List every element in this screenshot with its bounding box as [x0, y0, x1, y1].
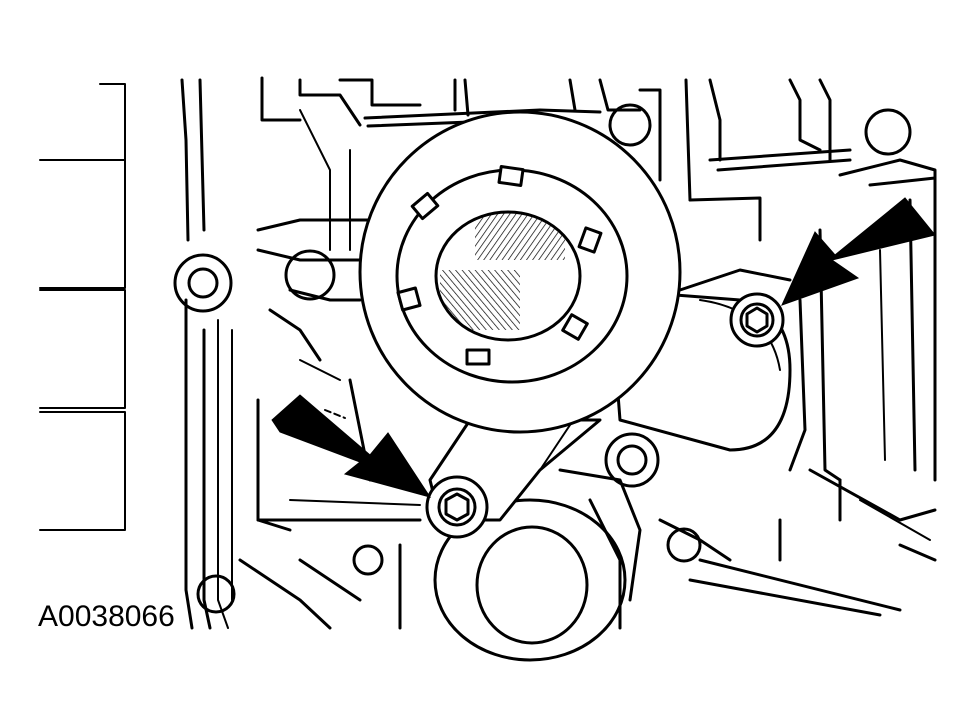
- arrow-lower-left: [271, 394, 432, 498]
- engine-block-left-panel: [39, 76, 302, 630]
- tensioner-bolt-upper: [729, 292, 785, 348]
- engine-block-right-panel: [678, 196, 937, 562]
- tensioner-pulley: [358, 110, 682, 434]
- arrow-upper-right: [781, 197, 936, 306]
- engine-block-lower: [238, 218, 902, 662]
- engine-block-upper: [298, 78, 937, 251]
- tensioner-bolt-lower: [425, 475, 489, 539]
- figure-id-label: A0038066: [38, 600, 175, 633]
